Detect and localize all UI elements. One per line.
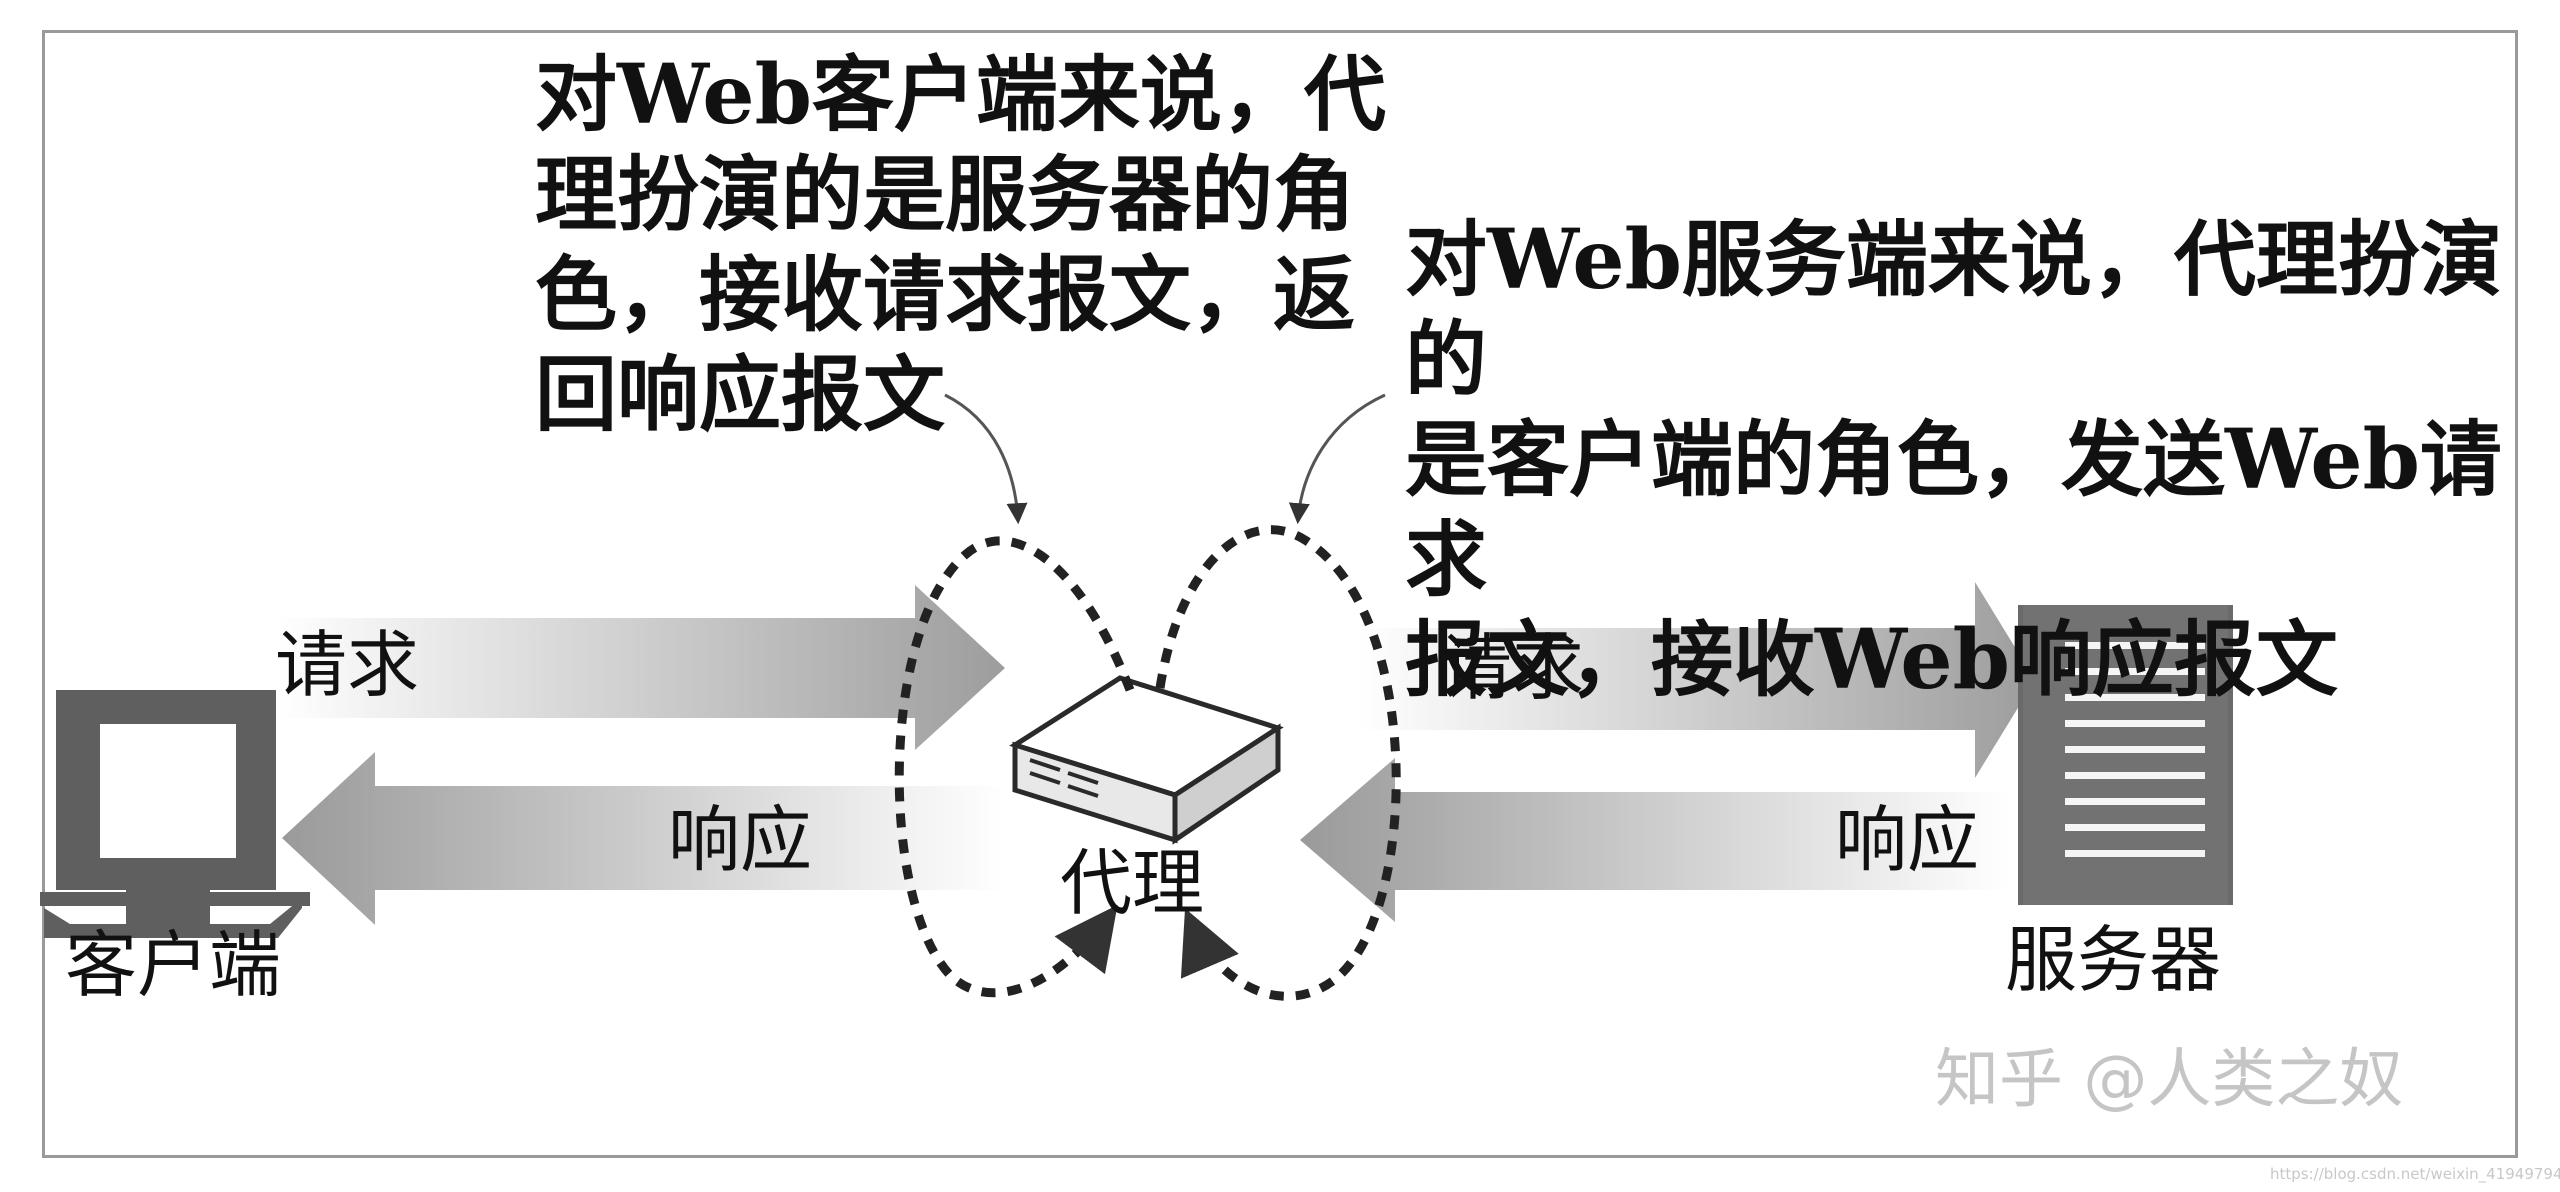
response-label-left: 响应: [668, 798, 813, 882]
response-label-right: 响应: [1835, 798, 1980, 882]
client-annotation-line-2: 理扮演的是服务器的角: [535, 147, 1356, 243]
computer-monitor-icon: [40, 690, 310, 938]
request-label-right: 请求: [1440, 626, 1585, 710]
server-slot: [2065, 798, 2205, 805]
client-side-annotation: 对Web客户端来说，代 理扮演的是服务器的角 色，接收请求报文，返 回响应报文: [535, 45, 1386, 445]
diagram-frame: [42, 30, 2518, 1158]
server-slot: [2065, 746, 2205, 753]
client-annotation-line-3: 色，接收请求报文，返: [535, 247, 1356, 343]
dashed-loop-client-side: [894, 536, 1135, 998]
server-label: 服务器: [2005, 918, 2222, 1002]
server-slot: [2065, 694, 2205, 701]
server-tower-icon: [2018, 605, 2233, 905]
callout-curve-server: [1288, 393, 1386, 525]
server-slot: [2065, 642, 2205, 649]
server-slot: [2065, 824, 2205, 831]
server-annotation-line-2: 是客户端的角色，发送Web请求: [1405, 412, 2502, 608]
response-arrow-server-to-proxy: [1300, 758, 2010, 922]
server-slot: [2065, 668, 2205, 675]
server-annotation-line-1: 对Web服务端来说，代理扮演的: [1405, 212, 2502, 408]
csdn-watermark-url: https://blog.csdn.net/weixin_41949794: [2270, 1165, 2560, 1183]
proxy-label: 代理: [1060, 841, 1205, 925]
request-arrow-client-to-proxy: [275, 585, 1005, 750]
client-annotation-line-4: 回响应报文: [535, 347, 946, 443]
dashed-loop-server-side: [1155, 525, 1401, 1001]
client-label: 客户端: [65, 923, 282, 1007]
callout-curve-client: [944, 393, 1028, 525]
server-annotation-line-3: 报文，接收Web响应报文: [1405, 612, 2338, 708]
client-annotation-line-1: 对Web客户端来说，代: [535, 47, 1386, 143]
server-side-annotation: 对Web服务端来说，代理扮演的 是客户端的角色，发送Web请求 报文，接收Web…: [1405, 210, 2560, 710]
server-slot: [2065, 850, 2205, 857]
zhihu-watermark: 知乎 @人类之奴: [1935, 1043, 2404, 1117]
request-label-left: 请求: [275, 623, 420, 707]
network-appliance-icon: [1009, 675, 1284, 845]
server-slot: [2065, 772, 2205, 779]
server-slot: [2065, 720, 2205, 727]
request-arrow-proxy-to-server: [1360, 582, 2035, 778]
response-arrow-proxy-to-client: [282, 752, 1005, 925]
